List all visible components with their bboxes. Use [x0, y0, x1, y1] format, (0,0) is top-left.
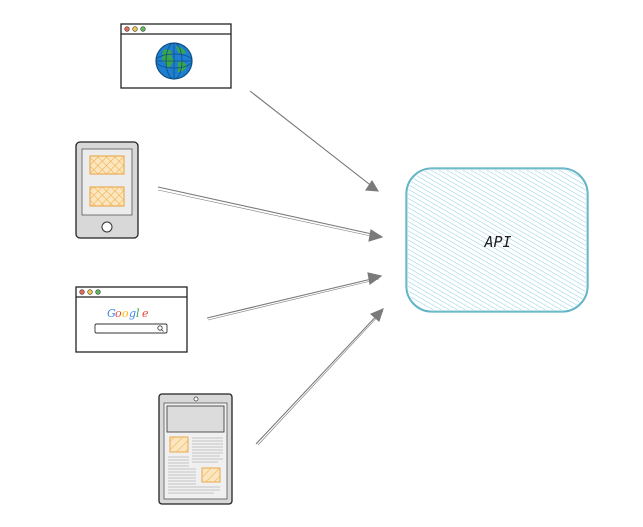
- search-logo: G o o g l e: [107, 307, 149, 320]
- api-label: API: [483, 233, 511, 251]
- close-dot-icon: [124, 26, 130, 32]
- web-browser-client: [120, 23, 232, 89]
- home-button-icon: [101, 221, 113, 233]
- logo-letter: e: [142, 307, 149, 320]
- logo-letter: o: [122, 307, 129, 320]
- maximize-dot-icon: [95, 289, 101, 295]
- search-bar: [94, 323, 168, 334]
- text-lines: [168, 437, 223, 494]
- arrow-phone-to-api: [157, 186, 384, 242]
- tablet-client: [158, 393, 233, 505]
- api-node: API: [405, 167, 589, 313]
- arrows: [157, 90, 384, 446]
- logo-letter: G: [107, 307, 116, 320]
- camera-icon: [193, 396, 199, 402]
- mobile-phone-client: [75, 141, 139, 239]
- arrow-search-to-api: [206, 272, 383, 321]
- close-dot-icon: [79, 289, 85, 295]
- minimize-dot-icon: [132, 26, 138, 32]
- globe-icon: [155, 42, 193, 80]
- logo-letter: g: [129, 307, 136, 320]
- magnifier-icon: [157, 325, 164, 332]
- logo-letter: l: [136, 307, 140, 320]
- logo-letter: o: [115, 307, 122, 320]
- search-browser-client: G o o g l e: [75, 286, 188, 353]
- minimize-dot-icon: [87, 289, 93, 295]
- browser-window: [75, 286, 188, 353]
- maximize-dot-icon: [140, 26, 146, 32]
- arrow-tablet-to-api: [255, 308, 384, 446]
- arrow-web-to-api: [249, 90, 380, 192]
